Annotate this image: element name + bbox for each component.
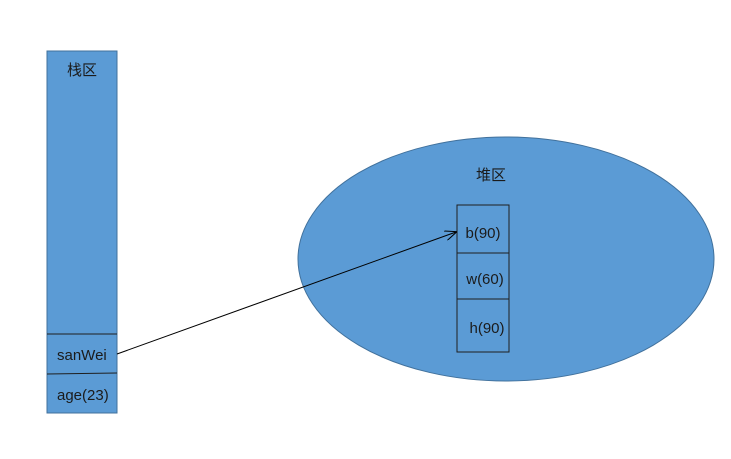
reference-arrow [116, 232, 456, 355]
heap-object: b(90) w(60) h(90) [456, 204, 510, 353]
stack-area-title: 栈区 [67, 62, 97, 79]
heap-area-ellipse [297, 136, 715, 382]
stack-divider [46, 372, 118, 375]
stack-area-body [46, 50, 118, 414]
stack-area: 栈区 sanWei age(23) [46, 50, 118, 414]
heap-cell-h: h(90) [469, 320, 504, 337]
heap-cell-w: w(60) [465, 271, 504, 288]
heap-area-title: 堆区 [476, 167, 506, 184]
heap-cell-box [456, 298, 510, 353]
heap-area: 堆区 b(90) w(60) h(90) [297, 136, 715, 382]
stack-cell-sanwei: sanWei [57, 347, 107, 364]
stack-cell-age: age(23) [57, 387, 109, 404]
heap-cell-b: b(90) [465, 225, 500, 242]
